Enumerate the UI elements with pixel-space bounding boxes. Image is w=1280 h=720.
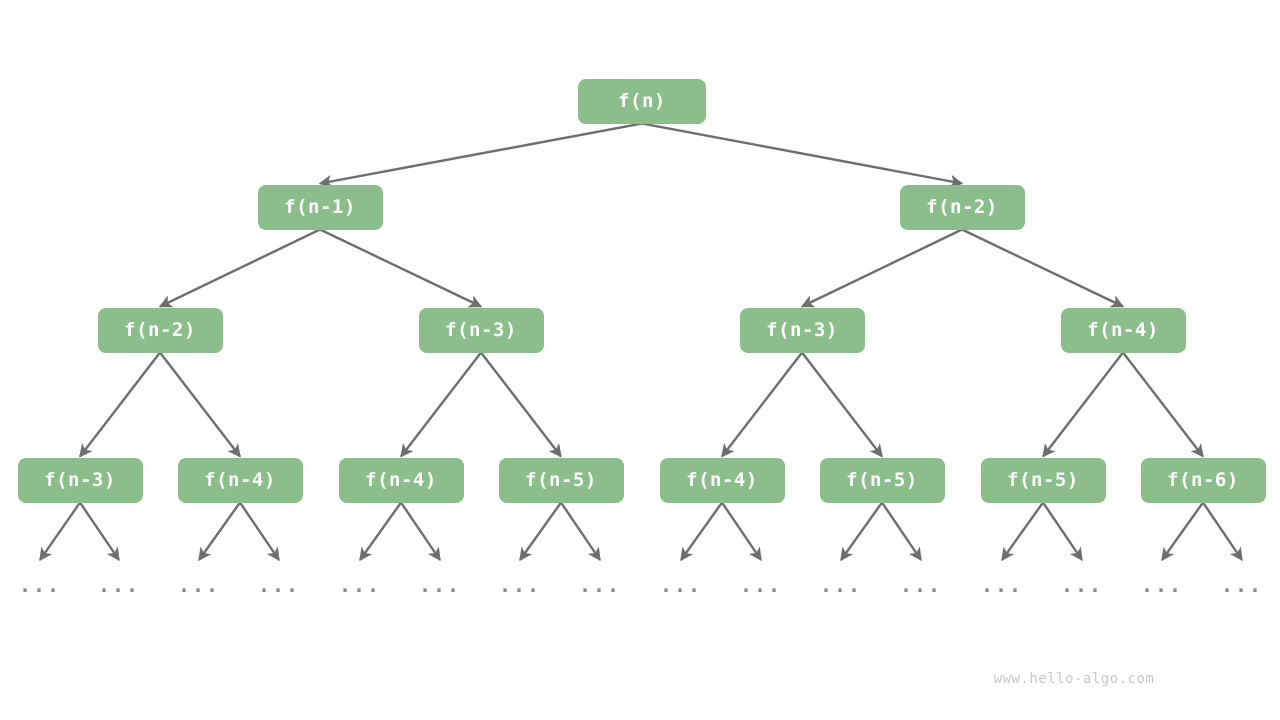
tree-node-n7: f(n-3)	[17, 457, 143, 503]
tree-node-n4: f(n-3)	[418, 307, 544, 353]
edge-n14-to-ellipsis-15	[1202, 501, 1243, 562]
tree-node-label: f(n-2)	[124, 319, 196, 341]
ellipsis-7: ...	[578, 573, 622, 597]
ellipsis-9: ...	[739, 573, 783, 597]
edge-n0-to-n2	[641, 122, 964, 188]
ellipsis-3: ...	[257, 573, 301, 597]
edge-n9-to-ellipsis-4	[359, 501, 402, 562]
ellipsis-0: ...	[18, 573, 62, 597]
tree-node-label: f(n-1)	[284, 196, 356, 218]
tree-node-n8: f(n-4)	[177, 457, 303, 503]
tree-node-n0: f(n)	[578, 78, 706, 124]
edge-n10-to-ellipsis-6	[519, 501, 562, 562]
ellipsis-6: ...	[498, 573, 542, 597]
ellipsis-13: ...	[1060, 573, 1104, 597]
ellipsis-8: ...	[659, 573, 703, 597]
tree-node-label: f(n-5)	[525, 469, 597, 491]
ellipsis-2: ...	[177, 573, 221, 597]
ellipsis-5: ...	[418, 573, 462, 597]
ellipsis-14: ...	[1140, 573, 1184, 597]
tree-node-label: f(n-4)	[1087, 319, 1159, 341]
edge-n13-to-ellipsis-13	[1042, 501, 1083, 562]
tree-node-label: f(n-3)	[766, 319, 838, 341]
edge-n6-to-n13	[1042, 351, 1124, 458]
edge-n9-to-ellipsis-5	[400, 501, 441, 562]
tree-node-label: f(n-4)	[204, 469, 276, 491]
tree-node-label: f(n-2)	[926, 196, 998, 218]
tree-node-n6: f(n-4)	[1060, 307, 1186, 353]
tree-node-n2: f(n-2)	[899, 184, 1025, 230]
edge-n0-to-n1	[318, 122, 643, 188]
edge-n3-to-n8	[159, 351, 241, 458]
edge-n12-to-ellipsis-10	[840, 501, 883, 562]
tree-node-label: f(n-3)	[44, 469, 116, 491]
tree-node-n5: f(n-3)	[739, 307, 865, 353]
tree-node-label: f(n)	[618, 90, 666, 112]
tree-node-label: f(n-3)	[445, 319, 517, 341]
edge-n12-to-ellipsis-11	[881, 501, 922, 562]
edge-n2-to-n6	[961, 228, 1125, 308]
ellipsis-1: ...	[97, 573, 141, 597]
ellipsis-15: ...	[1220, 573, 1264, 597]
ellipsis-12: ...	[980, 573, 1024, 597]
edge-n7-to-ellipsis-1	[79, 501, 120, 562]
tree-node-label: f(n-4)	[686, 469, 758, 491]
tree-node-n11: f(n-4)	[659, 457, 785, 503]
tree-node-label: f(n-5)	[1007, 469, 1079, 491]
tree-node-n14: f(n-6)	[1140, 457, 1266, 503]
ellipsis-11: ...	[899, 573, 943, 597]
edge-n1-to-n4	[319, 228, 483, 308]
edge-n5-to-n11	[721, 351, 803, 458]
tree-node-label: f(n-5)	[846, 469, 918, 491]
tree-node-n9: f(n-4)	[338, 457, 464, 503]
ellipsis-4: ...	[338, 573, 382, 597]
tree-node-n3: f(n-2)	[97, 307, 223, 353]
edge-n8-to-ellipsis-2	[198, 501, 241, 562]
tree-node-n13: f(n-5)	[980, 457, 1106, 503]
edge-n2-to-n5	[800, 228, 963, 308]
edge-n4-to-n10	[480, 351, 562, 458]
tree-node-n1: f(n-1)	[257, 184, 383, 230]
watermark: www.hello-algo.com	[993, 671, 1155, 687]
tree-node-n10: f(n-5)	[498, 457, 624, 503]
edge-n1-to-n3	[158, 228, 321, 308]
tree-node-label: f(n-6)	[1167, 469, 1239, 491]
edge-n11-to-ellipsis-8	[680, 501, 723, 562]
edge-n13-to-ellipsis-12	[1001, 501, 1044, 562]
edge-n8-to-ellipsis-3	[239, 501, 280, 562]
edge-n10-to-ellipsis-7	[560, 501, 601, 562]
tree-node-n12: f(n-5)	[819, 457, 945, 503]
ellipsis-10: ...	[819, 573, 863, 597]
edge-n5-to-n12	[801, 351, 883, 458]
edge-n11-to-ellipsis-9	[721, 501, 762, 562]
edge-n7-to-ellipsis-0	[39, 501, 81, 562]
edge-n4-to-n9	[400, 351, 482, 458]
edge-n6-to-n14	[1122, 351, 1204, 458]
edge-n14-to-ellipsis-14	[1161, 501, 1204, 562]
tree-node-label: f(n-4)	[365, 469, 437, 491]
edge-n3-to-n7	[79, 351, 161, 458]
